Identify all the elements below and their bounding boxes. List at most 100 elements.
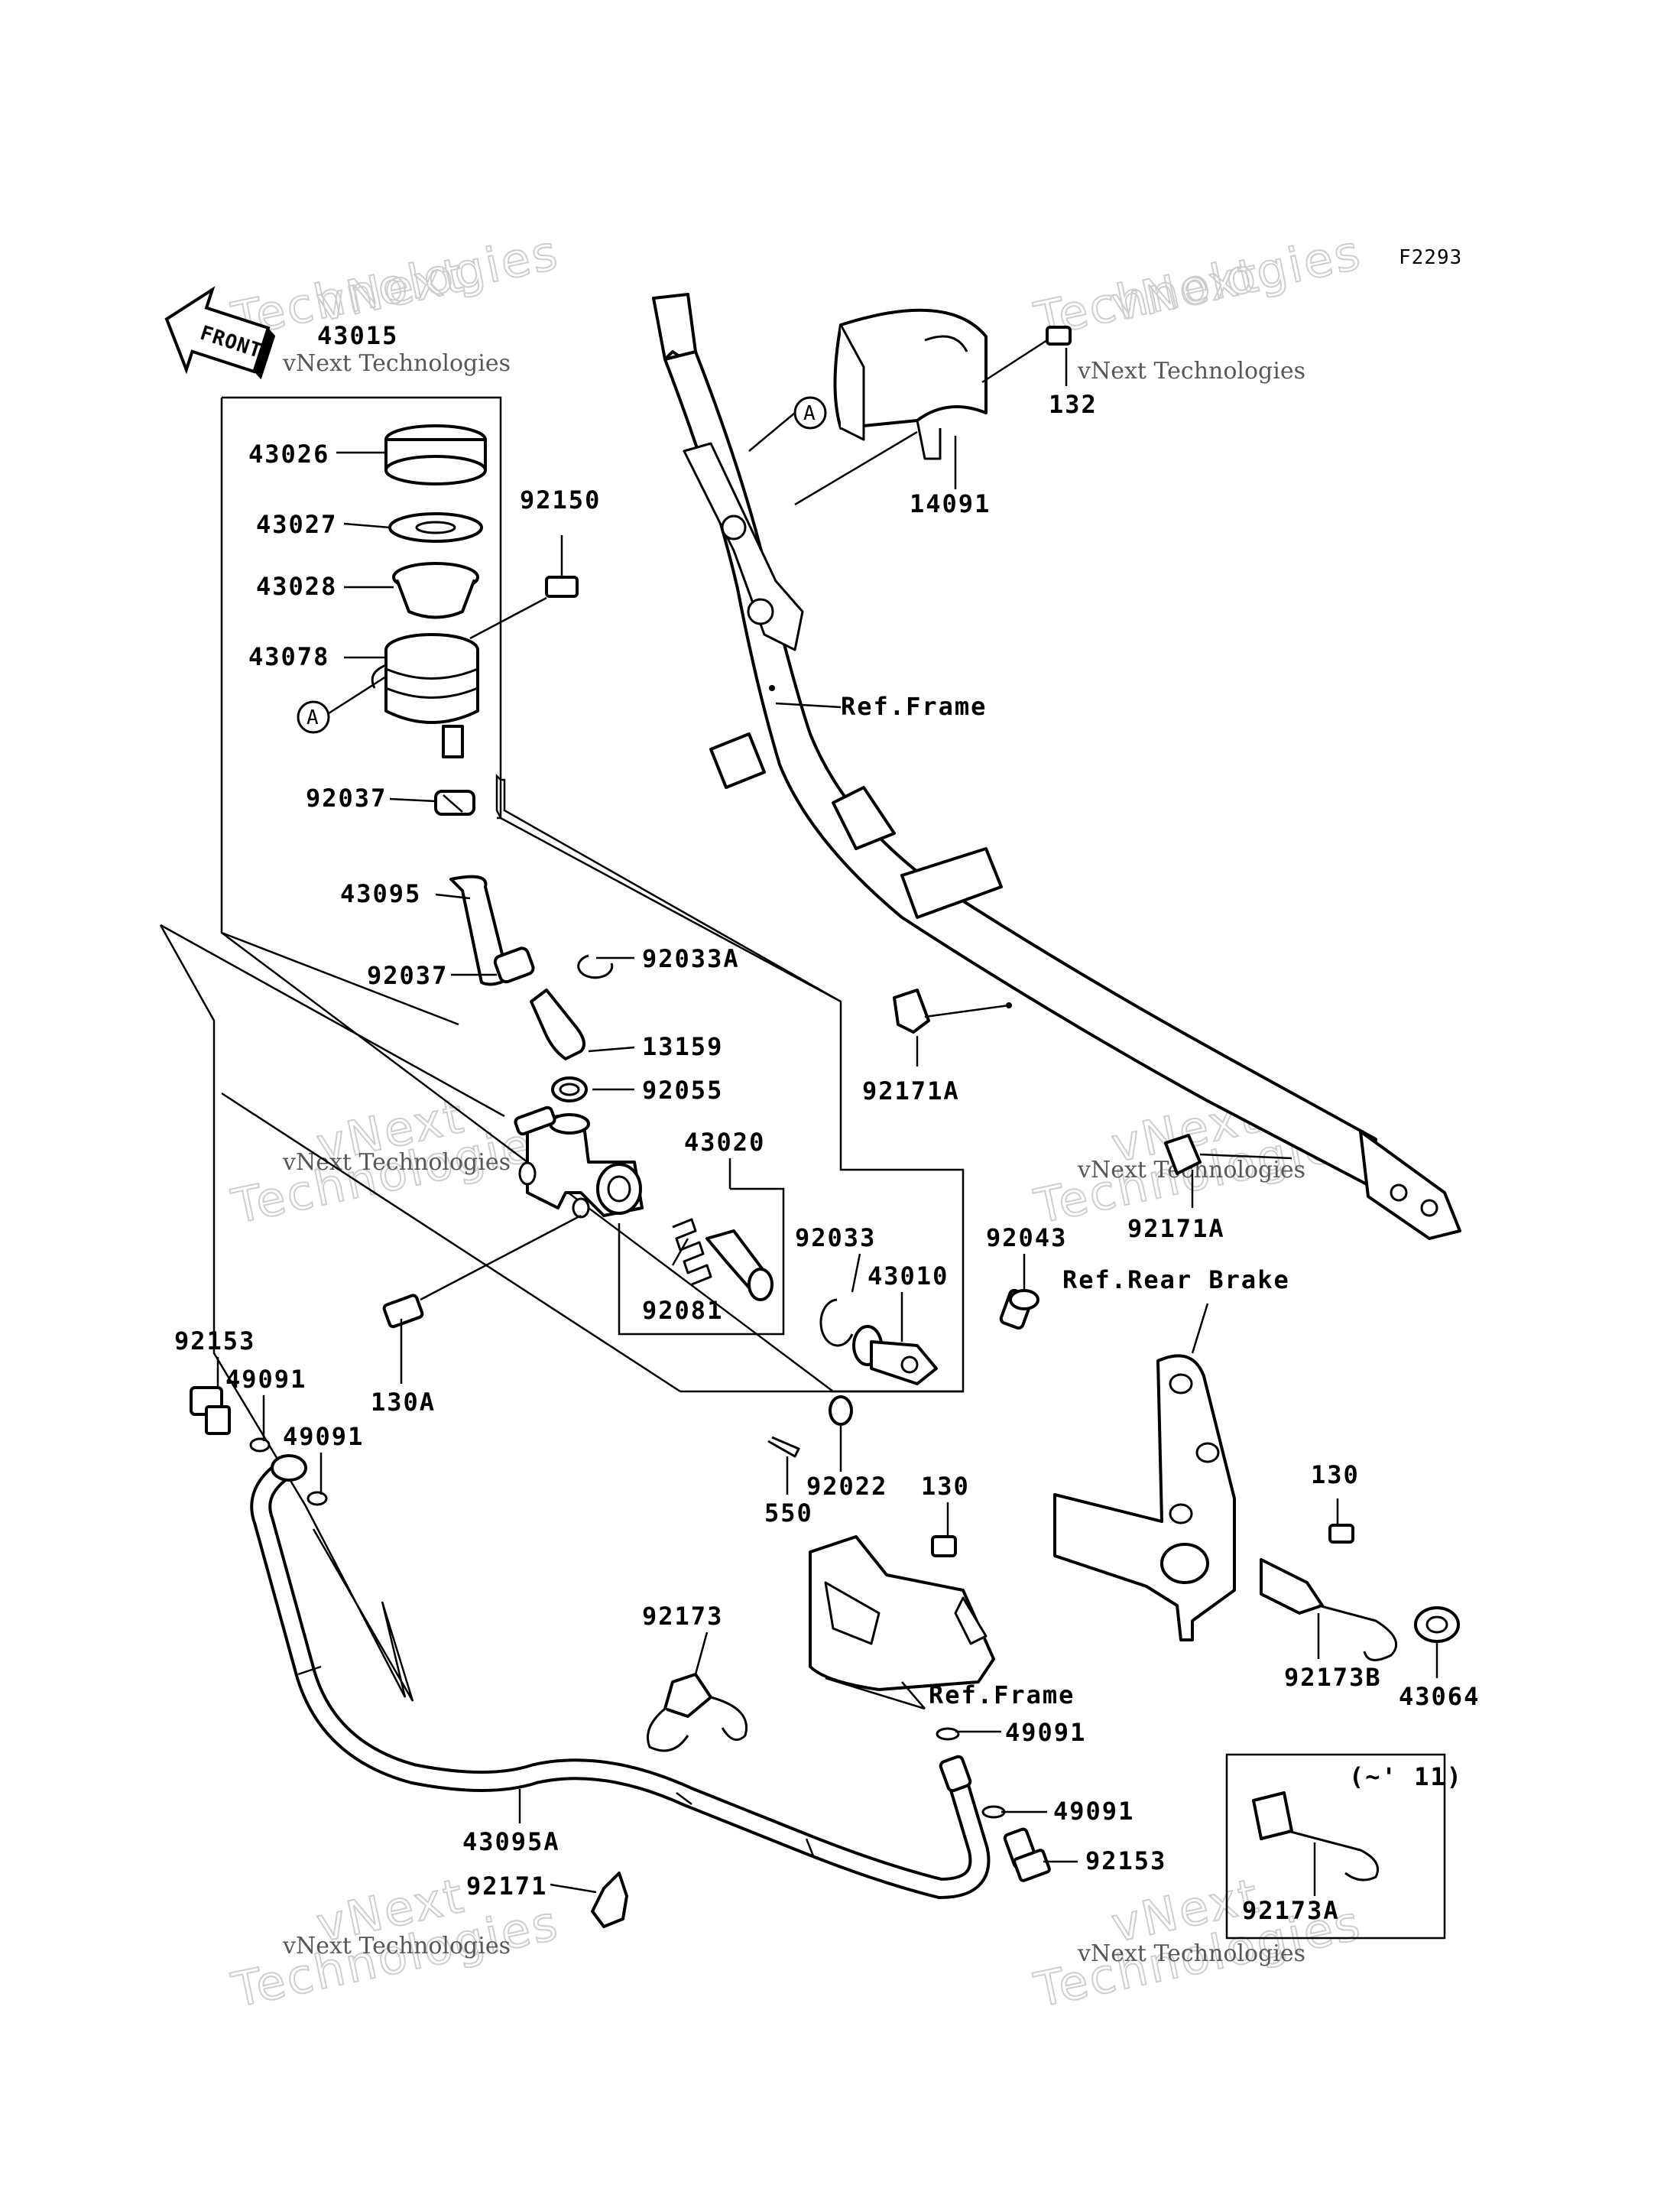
banjo-bolt-lower bbox=[1003, 1827, 1051, 1882]
label-43010: 43010 bbox=[868, 1261, 949, 1291]
watermark-text-2: vNext Technologies bbox=[1077, 358, 1305, 385]
frame-tube bbox=[652, 293, 1461, 1240]
leader-lines bbox=[216, 348, 1438, 1896]
label-49091-a: 49091 bbox=[225, 1365, 306, 1394]
switch-bracket-92173B bbox=[1260, 1558, 1398, 1661]
hose-fitting-upper bbox=[271, 1454, 307, 1482]
label-92055: 92055 bbox=[642, 1076, 723, 1105]
switch-bracket-92173 bbox=[647, 1673, 748, 1752]
reservoir-tank bbox=[371, 633, 479, 758]
label-applicability: (~' 11) bbox=[1349, 1762, 1463, 1791]
copper-washer-d bbox=[981, 1805, 1006, 1819]
label-92033: 92033 bbox=[795, 1223, 876, 1252]
label-92173: 92173 bbox=[642, 1602, 723, 1631]
label-ref-frame-upper: Ref.Frame bbox=[841, 692, 987, 721]
diaphragm-plate bbox=[388, 512, 483, 543]
push-rod-clevis bbox=[852, 1325, 938, 1385]
label-92173A: 92173A bbox=[1242, 1896, 1340, 1925]
label-92171A-upper: 92171A bbox=[862, 1076, 960, 1105]
label-92171A-lower: 92171A bbox=[1127, 1214, 1225, 1243]
callout-a-reservoir: A bbox=[297, 700, 330, 734]
copper-washer-b bbox=[306, 1491, 328, 1506]
label-43028: 43028 bbox=[256, 572, 337, 601]
label-92173B: 92173B bbox=[1284, 1663, 1382, 1692]
bolt-130-center bbox=[931, 1535, 957, 1557]
watermark-group: Technologies Technologies Technologies T… bbox=[226, 223, 1367, 2019]
callout-a-reservoir-letter: A bbox=[306, 706, 319, 729]
label-49091-b: 49091 bbox=[283, 1422, 364, 1451]
label-14091: 14091 bbox=[910, 489, 991, 518]
piston-spring bbox=[672, 1218, 712, 1286]
washer bbox=[829, 1395, 853, 1426]
inset-box bbox=[1225, 1753, 1446, 1940]
reservoir-cap bbox=[384, 424, 487, 485]
label-92171: 92171 bbox=[466, 1872, 547, 1901]
label-49091-c: 49091 bbox=[1005, 1718, 1086, 1747]
watermark-text-1: vNext Technologies bbox=[282, 350, 511, 377]
diaphragm bbox=[392, 562, 479, 619]
label-92037-upper: 92037 bbox=[306, 784, 387, 813]
label-43026: 43026 bbox=[248, 440, 329, 469]
label-92022: 92022 bbox=[806, 1472, 887, 1501]
label-92153-lower: 92153 bbox=[1085, 1846, 1166, 1875]
circlip-lower bbox=[819, 1298, 854, 1347]
rear-brake-bracket bbox=[1053, 1354, 1236, 1641]
piston bbox=[705, 1229, 774, 1301]
label-43064: 43064 bbox=[1399, 1682, 1480, 1711]
callout-a-frame-letter: A bbox=[803, 402, 816, 425]
label-550: 550 bbox=[764, 1498, 813, 1528]
circlip-upper bbox=[577, 954, 614, 979]
cotter-pin bbox=[767, 1436, 800, 1458]
reservoir-hose bbox=[449, 875, 510, 986]
label-49091-d: 49091 bbox=[1053, 1797, 1134, 1826]
hose-clip-92171 bbox=[591, 1872, 628, 1928]
callout-a-frame: A bbox=[793, 396, 827, 430]
piston-kit-bracket bbox=[618, 1187, 785, 1336]
watermark-text-3: vNext Technologies bbox=[282, 1149, 511, 1176]
label-ref-frame-lower: Ref.Frame bbox=[929, 1680, 1075, 1709]
bolt-130A bbox=[382, 1214, 582, 1329]
label-130-center: 130 bbox=[921, 1472, 970, 1501]
label-13159: 13159 bbox=[642, 1032, 723, 1061]
lower-frame-section bbox=[809, 1535, 995, 1691]
label-92150: 92150 bbox=[520, 485, 601, 515]
figure-code: F2293 bbox=[1399, 246, 1462, 269]
label-92043: 92043 bbox=[986, 1223, 1067, 1252]
brake-hose-inner bbox=[253, 1460, 988, 1897]
grommet-43064 bbox=[1414, 1606, 1460, 1643]
label-130-right: 130 bbox=[1311, 1460, 1360, 1489]
hose-fitting-lower bbox=[939, 1755, 972, 1793]
banjo-bolt-upper bbox=[190, 1386, 231, 1435]
bolt-92150 bbox=[469, 576, 579, 640]
label-43078: 43078 bbox=[248, 642, 329, 671]
watermark-text-5: vNext Technologies bbox=[282, 1933, 511, 1959]
copper-washer-c bbox=[936, 1727, 960, 1741]
label-ref-rear-brake: Ref.Rear Brake bbox=[1062, 1265, 1290, 1294]
watermark-text-6: vNext Technologies bbox=[1077, 1940, 1305, 1967]
label-92153-upper: 92153 bbox=[174, 1326, 255, 1355]
copper-washer-a bbox=[249, 1437, 271, 1453]
part-labels: 43015 43026 43027 43028 43078 92150 9203… bbox=[174, 321, 1480, 1925]
label-92081: 92081 bbox=[642, 1296, 723, 1325]
label-43027: 43027 bbox=[256, 510, 337, 539]
label-43020: 43020 bbox=[684, 1128, 765, 1157]
heat-guard bbox=[833, 308, 988, 460]
master-cylinder-body bbox=[514, 1105, 644, 1219]
hose-clamp-upper bbox=[434, 790, 475, 816]
bolt-130-right bbox=[1328, 1524, 1354, 1544]
hose-clip-92171A-lower bbox=[1164, 1134, 1202, 1175]
label-92037-lower: 92037 bbox=[367, 961, 448, 990]
bolt-132 bbox=[981, 326, 1072, 384]
label-130A: 130A bbox=[371, 1388, 436, 1417]
label-92033A: 92033A bbox=[642, 944, 740, 973]
hose-clamp-lower bbox=[493, 946, 535, 984]
label-43095A: 43095A bbox=[462, 1827, 560, 1856]
switch-bracket-92173A bbox=[1252, 1791, 1379, 1881]
label-43015: 43015 bbox=[317, 321, 398, 350]
clevis-pin bbox=[999, 1288, 1039, 1330]
hose-elbow bbox=[530, 989, 585, 1060]
hose-clip-92171A-upper bbox=[893, 989, 930, 1034]
label-43095: 43095 bbox=[340, 879, 421, 908]
label-132: 132 bbox=[1049, 390, 1098, 419]
